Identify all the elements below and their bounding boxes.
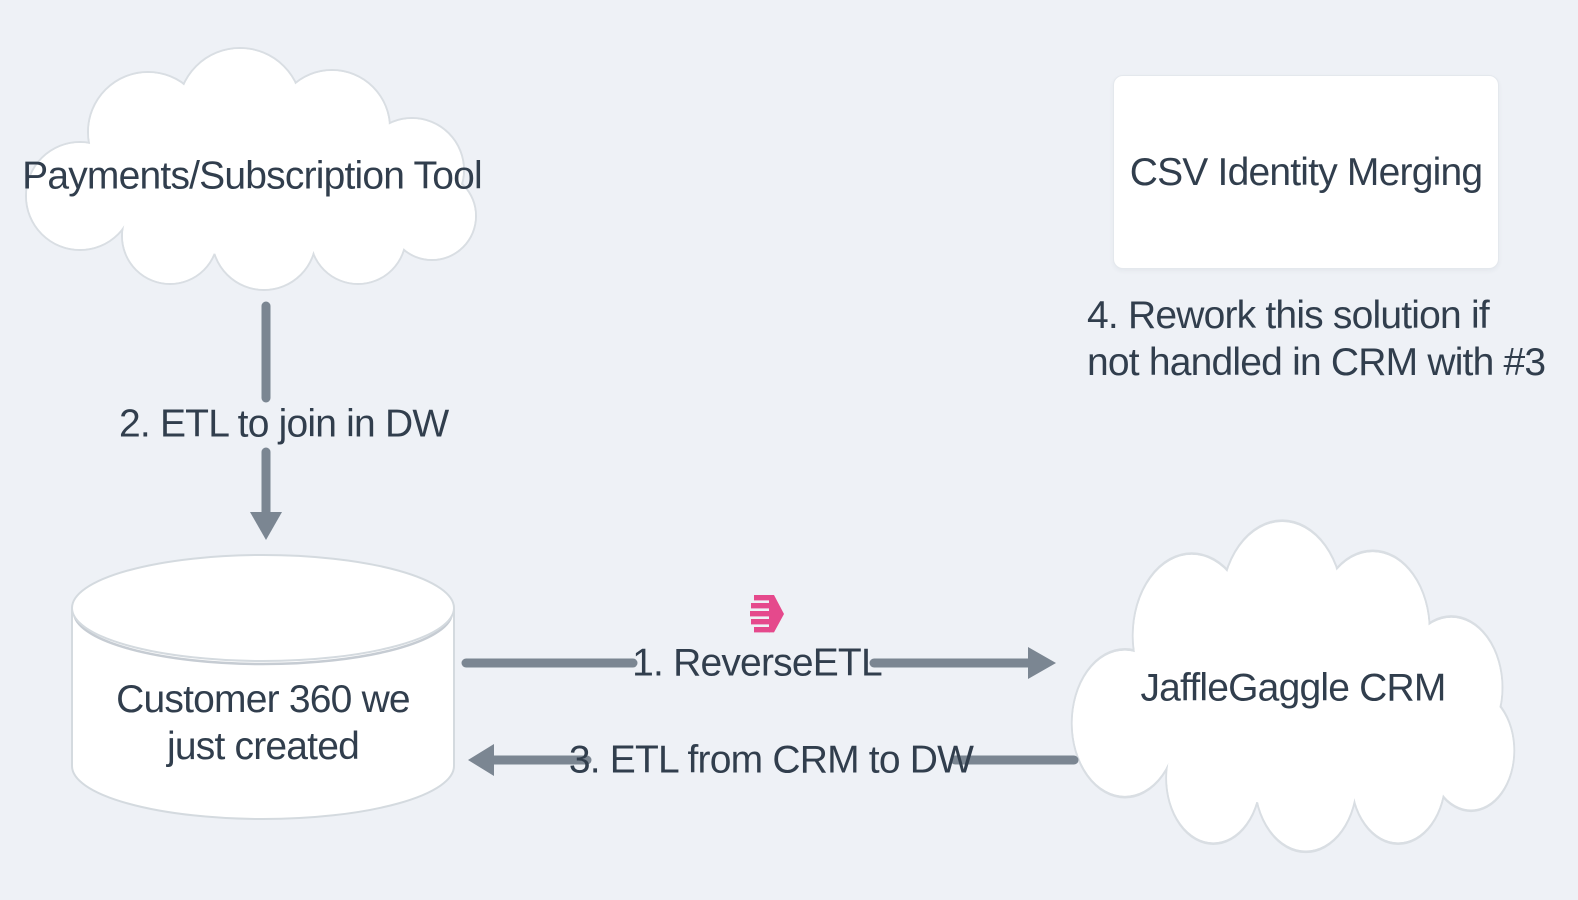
warehouse-label-line2: just created [166, 725, 360, 768]
edge-etl-from-crm-arrow [468, 744, 1079, 776]
edge-reverse-etl-label: 1. ReverseETL [632, 641, 883, 685]
crm-cloud-label: JaffleGaggle CRM [1140, 666, 1446, 710]
rework-note-line2: not handled in CRM with #3 [1087, 341, 1546, 384]
warehouse-label-line1: Customer 360 we [116, 678, 410, 721]
warehouse-cylinder-label: Customer 360 we just created [116, 676, 410, 770]
edge-reverse-etl-arrow [461, 647, 1056, 679]
edge-etl-from-crm-label: 3. ETL from CRM to DW [568, 738, 974, 782]
hightouch-icon [750, 595, 784, 633]
edge-etl-join-arrow [250, 301, 282, 540]
csv-merge-label: CSV Identity Merging [1129, 150, 1483, 194]
payments-cloud-label: Payments/Subscription Tool [22, 154, 483, 198]
warehouse-cylinder-shape [71, 554, 455, 820]
csv-merge-box: CSV Identity Merging [1113, 75, 1499, 269]
rework-note: 4. Rework this solution if not handled i… [1087, 292, 1546, 386]
edge-etl-join-label: 2. ETL to join in DW [119, 402, 449, 446]
rework-note-line1: 4. Rework this solution if [1087, 294, 1490, 337]
